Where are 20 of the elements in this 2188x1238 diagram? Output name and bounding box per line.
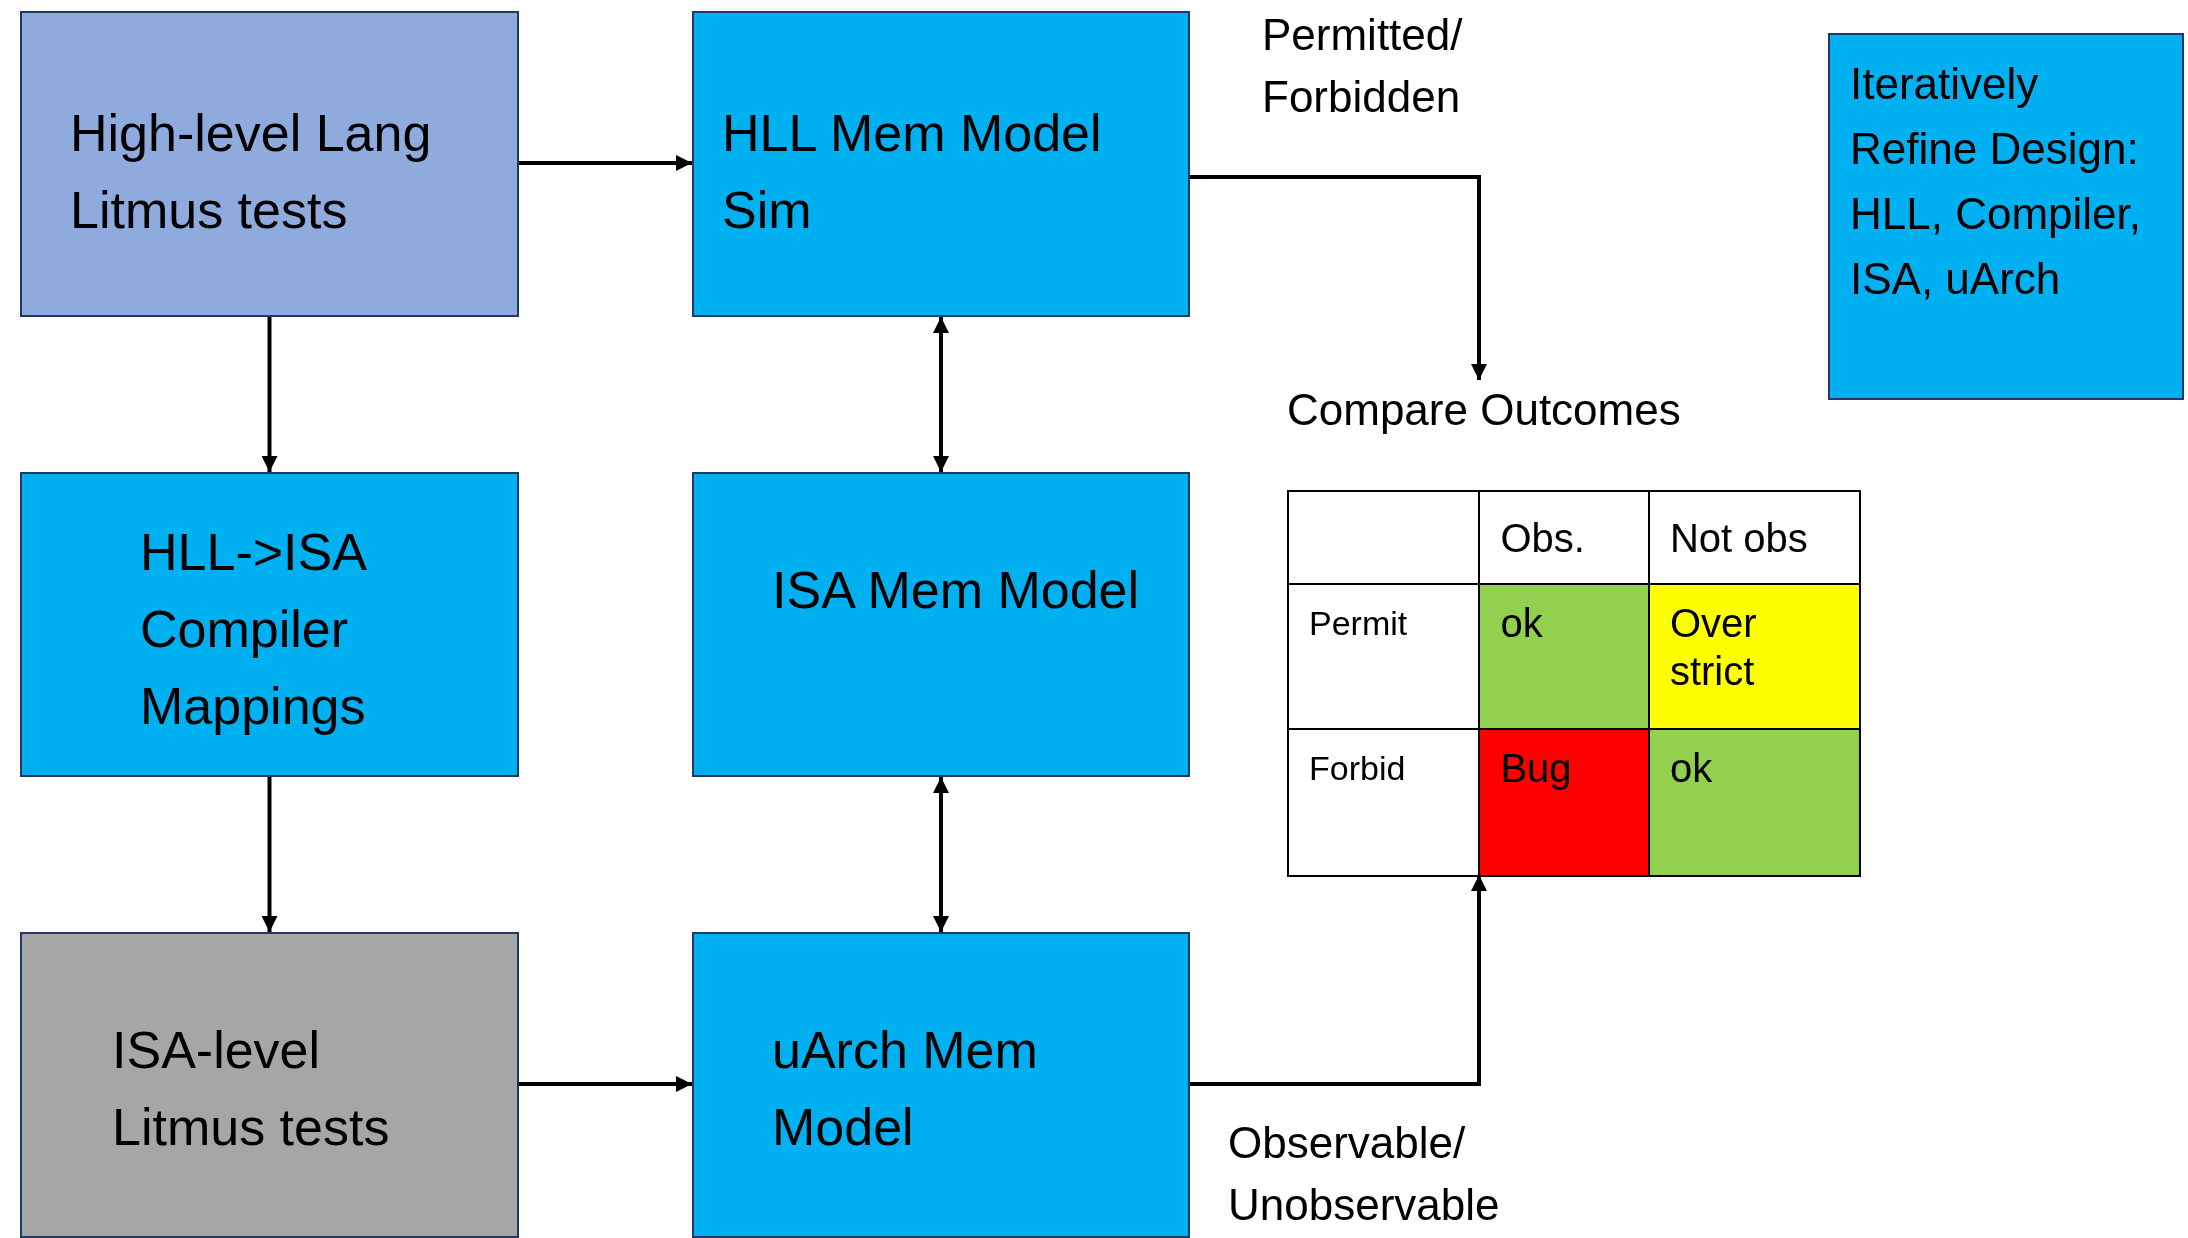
arrow [1190, 175, 1487, 380]
heading: Compare Outcomes [1287, 384, 1681, 436]
outcome-cell: Over strict [1648, 584, 1860, 729]
process-box: uArch Mem Model [692, 932, 1190, 1238]
note-box: Iteratively Refine Design: HLL, Compiler, ISA, uArch [1828, 33, 2184, 400]
arrow [933, 317, 949, 472]
process-box: HLL->ISA Compiler Mappings [20, 472, 519, 777]
input-box: ISA-level Litmus tests [20, 932, 519, 1238]
arrow [1190, 875, 1487, 1086]
input-box: High-level Lang Litmus tests [20, 11, 519, 317]
arrow [519, 155, 692, 171]
arrow [519, 1076, 692, 1092]
outcome-cell: Bug [1479, 729, 1649, 876]
outcome-cell: ok [1648, 729, 1860, 876]
process-box: HLL Mem Model Sim [692, 11, 1190, 317]
outcome-cell: ok [1479, 584, 1649, 729]
arrow [261, 777, 278, 932]
arrow [261, 317, 278, 472]
arrow [933, 777, 949, 932]
process-box: ISA Mem Model [692, 472, 1190, 777]
